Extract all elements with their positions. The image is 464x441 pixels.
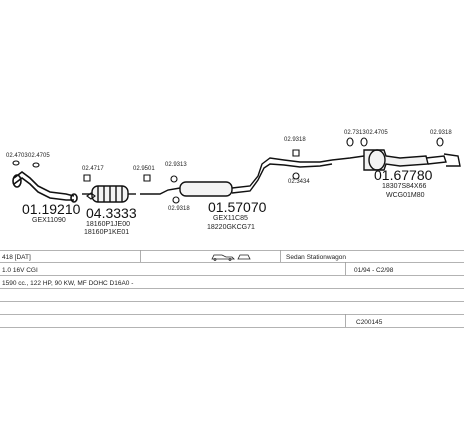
accessory-ref: 02.9501 (133, 166, 155, 172)
oem-code: 18220GKCG71 (207, 224, 255, 231)
body-type-icon (211, 254, 251, 261)
body-cell: Sedan Stationwagon (286, 254, 346, 261)
rear-silencer-part[interactable] (331, 149, 461, 171)
accessory-ref: 02.4705 (366, 130, 388, 136)
oem-code: GEX11C85 (213, 215, 248, 222)
accessory-ref: 02.3434 (288, 179, 310, 185)
part-number: 01.19210 (22, 201, 81, 217)
part-catalyst[interactable]: 04.3333 18160P1JE00 18160P1KE01 (84, 205, 137, 236)
front-pipe-part[interactable] (12, 171, 78, 203)
middle-silencer-part[interactable] (140, 157, 333, 197)
oem-code: 18307S84X66 (382, 183, 426, 190)
oem-code: GEX11090 (32, 217, 66, 224)
date-range-cell: 01/94 - C2/98 (354, 267, 394, 274)
oem-code: WCG01M80 (386, 192, 425, 199)
accessory-labels: 02.4703 02.4705 02.4717 02.9501 02.9313 … (6, 130, 452, 212)
part-front-pipe[interactable]: 01.19210 GEX11090 (22, 201, 81, 224)
part-rear-silencer[interactable]: 01.67780 18307S84X66 WCG01M80 (374, 167, 433, 199)
accessory-ref: 02.4717 (82, 166, 104, 172)
part-middle-silencer[interactable]: 01.57070 GEX11C85 18220GKCG71 (207, 199, 267, 231)
part-number: 01.67780 (374, 167, 433, 183)
oem-code: 18160P1JE00 (86, 221, 130, 228)
accessory-ref: 02.7313 (344, 130, 366, 136)
vehicle-info-table: 418 [DAT] Sedan Stationwagon 1.0 16V CGI… (0, 250, 464, 328)
accessory-ref: 02.9318 (430, 130, 452, 136)
accessory-ref: 02.9318 (284, 137, 306, 143)
oem-code: 18160P1KE01 (84, 229, 129, 236)
accessory-ref: 02.4705 (28, 153, 50, 159)
accessory-ref: 02.9313 (165, 162, 187, 168)
model-cell: 418 [DAT] (2, 254, 31, 261)
spec-cell: 1590 cc., 122 HP, 90 KW, MF DOHC D16A0 - (2, 280, 133, 287)
accessory-ref: 02.9318 (168, 206, 190, 212)
accessory-ref: 02.4703 (6, 153, 28, 159)
clamp-icon[interactable] (12, 137, 444, 204)
exhaust-diagram: 02.4703 02.4705 02.4717 02.9501 02.9313 … (6, 130, 461, 236)
code-cell: C200145 (356, 319, 383, 326)
engine-cell: 1.0 16V CGI (2, 267, 38, 274)
part-number: 01.57070 (208, 199, 267, 215)
part-number: 04.3333 (86, 205, 137, 221)
